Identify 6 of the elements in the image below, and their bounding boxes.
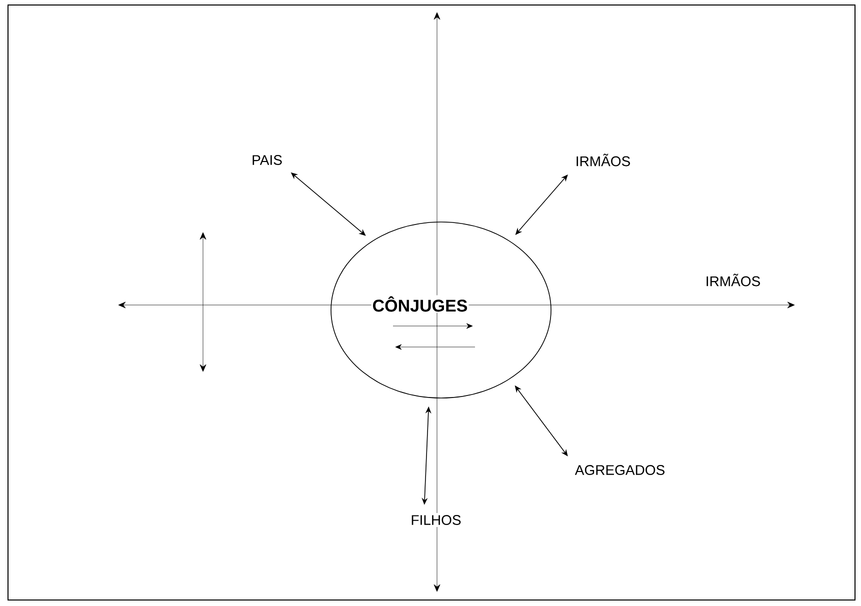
node-label: IRMÃOS bbox=[573, 152, 633, 168]
node-label: FILHOS bbox=[408, 513, 464, 527]
node-label: PAIS bbox=[250, 153, 284, 167]
node-label: AGREGADOS bbox=[572, 463, 668, 477]
node-label: IRMÃOS bbox=[703, 272, 763, 288]
ellipse-node: CÔNJUGES bbox=[330, 222, 552, 398]
